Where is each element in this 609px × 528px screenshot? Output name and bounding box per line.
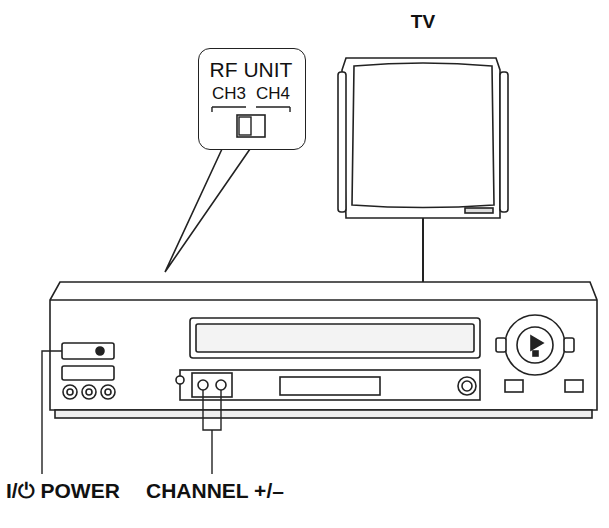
device-name: TV (411, 12, 435, 31)
part-name: RF UNIT (210, 59, 293, 80)
callout-pointer (165, 149, 250, 272)
tv-set: TV (336, 6, 510, 220)
leader-lines (42, 351, 221, 474)
switch-position: CH3 (212, 85, 246, 102)
tv-set (338, 58, 508, 282)
switch-position: CH4 (256, 85, 290, 102)
vcr-body (50, 282, 597, 418)
control-label: I/⏻ POWER (6, 480, 120, 501)
control-label: CHANNEL +/– (146, 480, 284, 501)
callout-bubble: RF UNIT CH3 CH4 (198, 48, 306, 150)
